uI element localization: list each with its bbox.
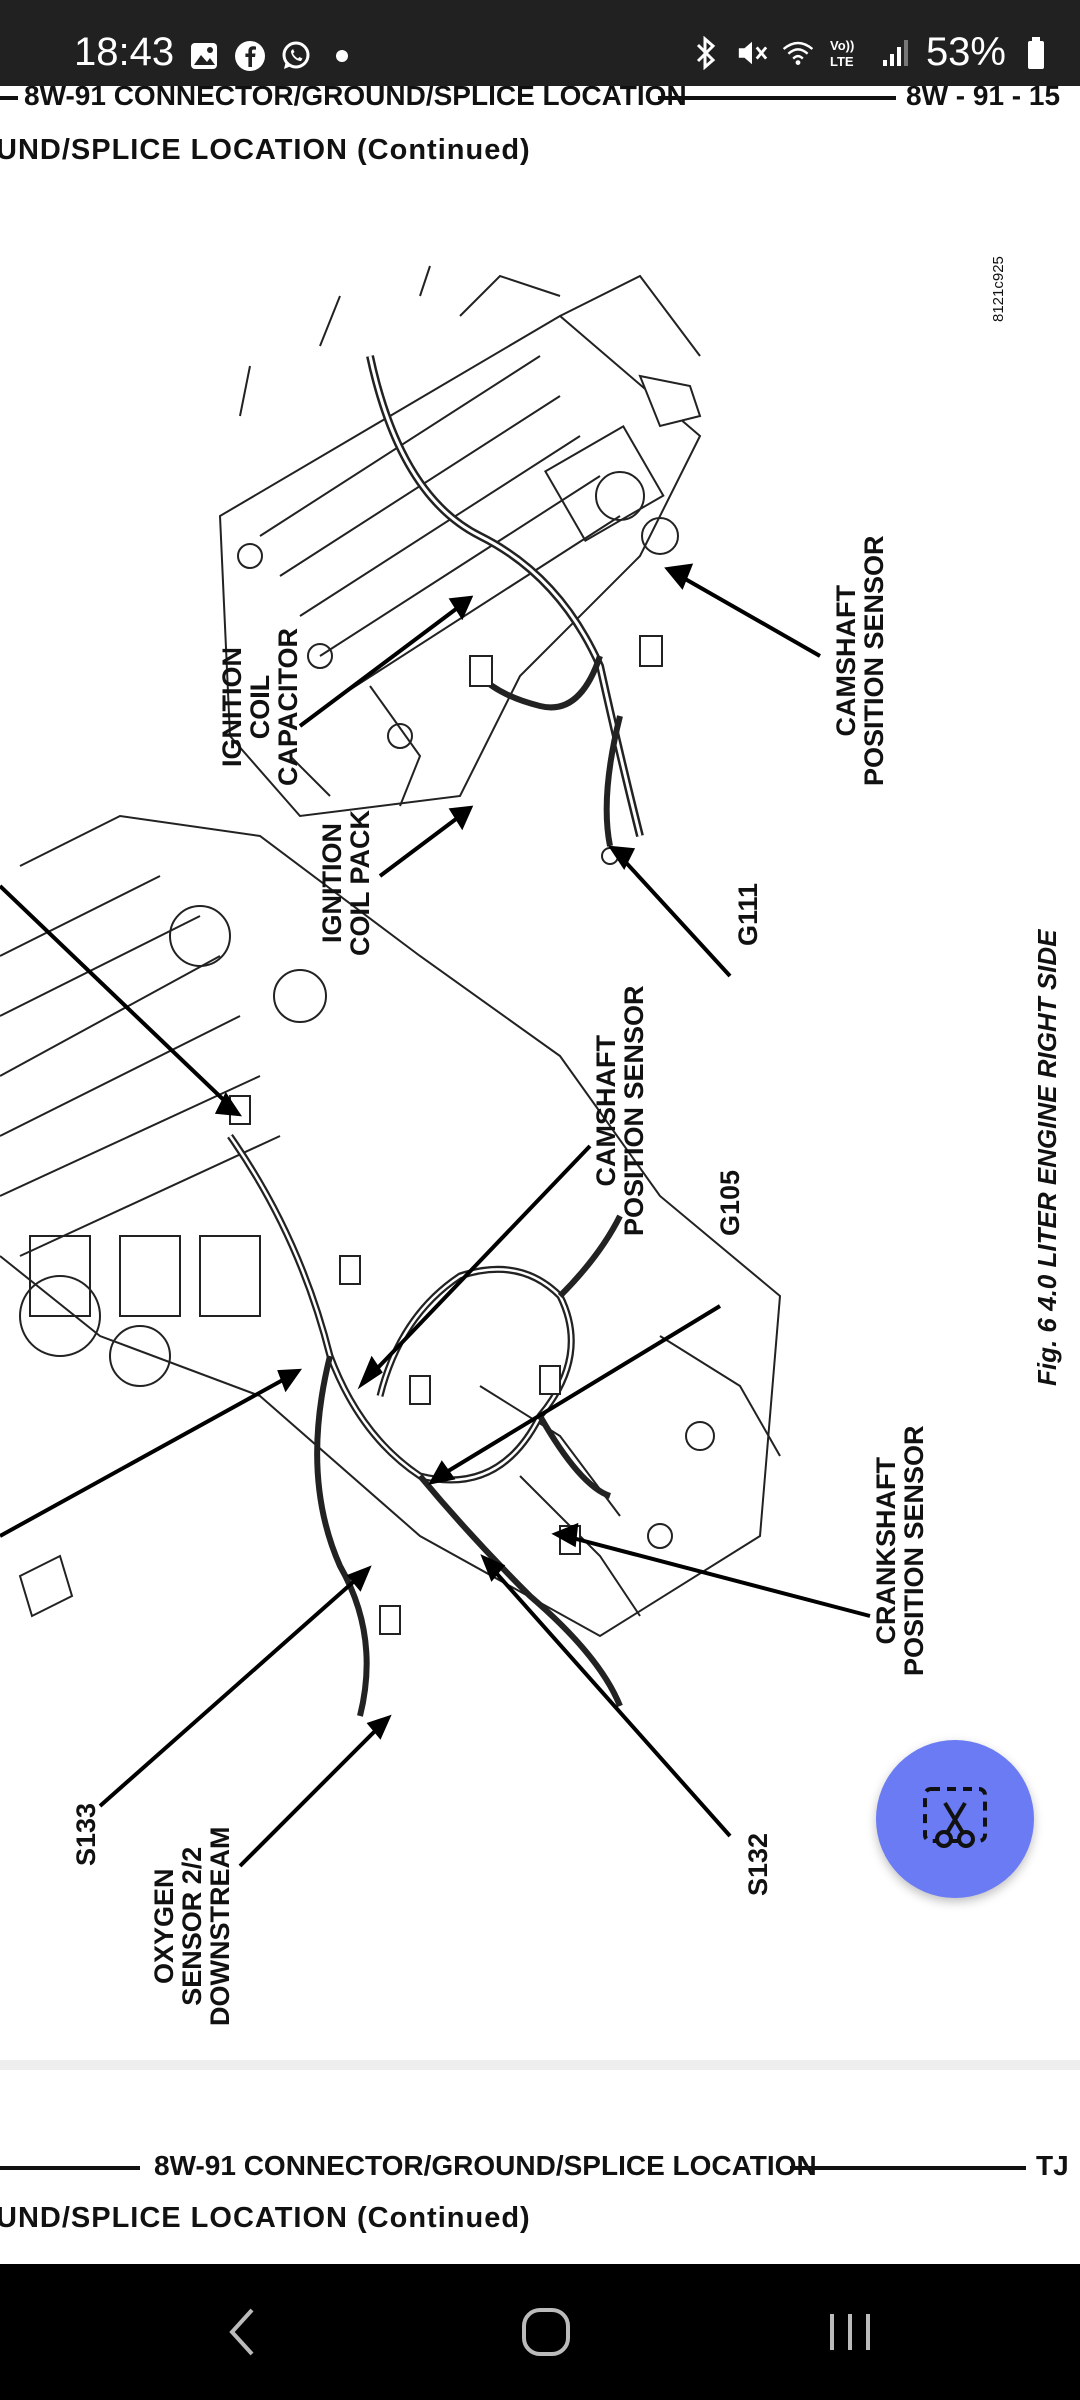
label-g111: G111 xyxy=(733,882,763,946)
next-page-subtitle: UND/SPLICE LOCATION (Continued) xyxy=(0,2202,531,2234)
facebook-icon xyxy=(234,40,266,72)
wifi-icon xyxy=(782,37,814,69)
page-subtitle: UND/SPLICE LOCATION (Continued) xyxy=(0,134,531,166)
battery-icon xyxy=(1020,36,1052,69)
screenshot-crop-button[interactable] xyxy=(876,1740,1034,1898)
dot-icon xyxy=(326,40,358,72)
header-rule xyxy=(0,96,18,100)
label-s132: S132 xyxy=(743,1832,773,1896)
header-rule xyxy=(0,2166,140,2170)
signal-icon xyxy=(880,37,912,69)
battery-percent: 53% xyxy=(925,30,1006,74)
gallery-icon xyxy=(188,40,220,72)
label-s133: S133 xyxy=(71,1802,101,1866)
screenshot-scissors-icon xyxy=(923,1787,987,1848)
mute-icon xyxy=(736,37,768,69)
page-number: 8W - 91 - 15 xyxy=(906,86,1061,111)
header-rule xyxy=(790,2166,1026,2170)
recents-button[interactable] xyxy=(810,2296,890,2368)
status-bar: 18:43 Vo))LTE 53% xyxy=(0,0,1080,86)
page-separator xyxy=(0,2060,1080,2070)
whatsapp-icon xyxy=(280,40,312,72)
home-button[interactable] xyxy=(506,2296,586,2368)
back-button[interactable] xyxy=(202,2296,282,2368)
pdf-viewer[interactable]: 8W-91 CONNECTOR/GROUND/SPLICE LOCATION 8… xyxy=(0,86,1080,2264)
next-page-tag: TJ xyxy=(1036,2150,1069,2181)
home-icon xyxy=(522,2308,570,2356)
figure-caption: Fig. 6 4.0 LITER ENGINE RIGHT SIDE xyxy=(1032,929,1062,1386)
next-page-header-title: 8W-91 CONNECTOR/GROUND/SPLICE LOCATION xyxy=(154,2150,817,2181)
engine-drawing xyxy=(0,265,871,1868)
bluetooth-icon xyxy=(690,35,722,70)
back-icon xyxy=(229,2308,254,2356)
svg-text:Vo)): Vo)) xyxy=(830,38,854,53)
system-icons: Vo))LTE 53% xyxy=(690,30,1052,75)
page-header-title: 8W-91 CONNECTOR/GROUND/SPLICE LOCATION xyxy=(24,86,687,111)
svg-text:LTE: LTE xyxy=(830,54,854,69)
navigation-bar xyxy=(0,2264,1080,2400)
figure-doc-id: 8121c925 xyxy=(990,256,1007,322)
status-time: 18:43 xyxy=(74,30,175,74)
label-g105: G105 xyxy=(715,1169,745,1236)
volte-icon: Vo))LTE xyxy=(828,37,866,69)
notification-icons xyxy=(188,40,358,72)
recents-icon xyxy=(830,2314,870,2350)
header-rule xyxy=(658,96,896,100)
